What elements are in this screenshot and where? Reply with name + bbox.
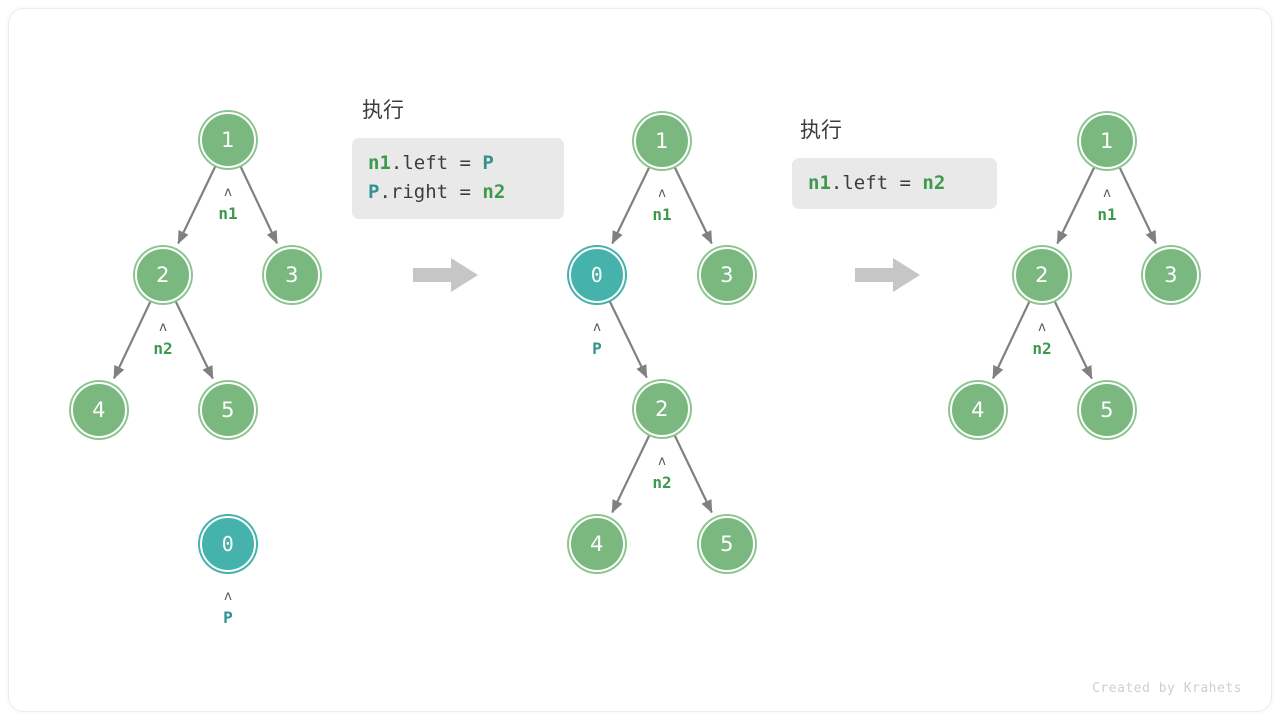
tree-edge xyxy=(611,166,651,245)
pointer-label-n1: ʌ n1 xyxy=(1077,187,1137,223)
tree-edge xyxy=(1056,166,1096,245)
tree-node-5: 5 xyxy=(1079,382,1135,438)
node-value: 0 xyxy=(590,263,604,287)
tree-edge xyxy=(1053,300,1093,380)
code-line: P.right = n2 xyxy=(368,178,548,207)
footer-credit: Created by Krahets xyxy=(1092,681,1242,696)
tree-edge xyxy=(174,300,214,380)
caret-icon: ʌ xyxy=(224,185,232,200)
node-value: 3 xyxy=(1164,262,1178,287)
node-value: 4 xyxy=(590,531,604,556)
flow-arrow-2 xyxy=(855,258,920,292)
tree-edges xyxy=(112,165,1157,514)
tree-node-1: 1 xyxy=(1079,113,1135,169)
pointer-label-n2: ʌ n2 xyxy=(1012,321,1072,357)
tree-node-5: 5 xyxy=(200,382,256,438)
tree-node-1: 1 xyxy=(634,113,690,169)
tree-edge xyxy=(991,300,1031,380)
tree-node-2: 2 xyxy=(634,381,690,437)
pointer-name: n1 xyxy=(218,204,238,223)
tree-node-4: 4 xyxy=(569,516,625,572)
caret-icon: ʌ xyxy=(159,320,167,335)
flow-arrows xyxy=(413,258,920,292)
caret-icon: ʌ xyxy=(658,186,666,201)
tree-node-3: 3 xyxy=(264,247,320,303)
code-token: .left = xyxy=(830,172,923,194)
tree-edge xyxy=(1118,166,1157,245)
code-token: n2 xyxy=(482,181,506,204)
node-value: 3 xyxy=(285,262,299,287)
tree-node-4: 4 xyxy=(71,382,127,438)
code-token: .left = xyxy=(390,152,483,174)
caret-icon: ʌ xyxy=(658,454,666,469)
code-token: P xyxy=(368,181,380,204)
node-value: 1 xyxy=(1100,128,1114,153)
node-value: 2 xyxy=(156,262,170,287)
tree-node-2: 2 xyxy=(1014,247,1070,303)
tree-node-2: 2 xyxy=(135,247,191,303)
code-token: .right = xyxy=(379,181,483,204)
tree-edge xyxy=(112,300,152,380)
tree-node-1: 1 xyxy=(200,112,256,168)
node-value: 3 xyxy=(720,262,734,287)
code-snippet: n1.left = n2 xyxy=(792,158,997,210)
tree-node-3: 3 xyxy=(1143,247,1199,303)
node-value: 5 xyxy=(221,397,235,422)
node-value: 2 xyxy=(655,396,669,421)
pointer-label-n2: ʌ n2 xyxy=(133,321,193,357)
tree-edge xyxy=(673,434,713,514)
tree-node-0: 0 xyxy=(569,247,625,303)
pointer-name: P xyxy=(592,339,602,358)
caret-icon: ʌ xyxy=(593,320,601,335)
pointer-label-n1: ʌ n1 xyxy=(198,186,258,222)
pointer-name: n1 xyxy=(652,205,672,224)
caret-icon: ʌ xyxy=(1038,320,1046,335)
node-value: 1 xyxy=(655,128,669,153)
tree-node-5: 5 xyxy=(699,516,755,572)
code-token: n1 xyxy=(368,152,391,174)
node-value: 5 xyxy=(1100,397,1114,422)
tree-node-4: 4 xyxy=(950,382,1006,438)
step-title: 执行 xyxy=(362,98,404,122)
code-line: n1.left = P xyxy=(368,149,548,178)
tree-edge xyxy=(673,166,713,245)
tree-edge xyxy=(611,434,651,514)
pointer-name: n2 xyxy=(153,339,173,358)
pointer-name: n1 xyxy=(1097,205,1117,224)
pointer-name: n2 xyxy=(652,473,672,492)
node-value: 4 xyxy=(92,397,106,422)
pointer-label-n2: ʌ n2 xyxy=(632,455,692,491)
node-value: 1 xyxy=(221,127,235,152)
node-value: 4 xyxy=(971,397,985,422)
tree-edge xyxy=(239,165,279,245)
node-value: 2 xyxy=(1035,262,1049,287)
pointer-name: n2 xyxy=(1032,339,1052,358)
tree-node-3: 3 xyxy=(699,247,755,303)
tree-node-0: 0 xyxy=(200,516,256,572)
caret-icon: ʌ xyxy=(1103,186,1111,201)
pointer-label-n1: ʌ n1 xyxy=(632,187,692,223)
code-token: n1 xyxy=(808,172,831,194)
node-value: 5 xyxy=(720,531,734,556)
node-value: 0 xyxy=(221,532,235,556)
flow-arrow-1 xyxy=(413,258,478,292)
code-line: n1.left = n2 xyxy=(808,169,981,198)
pointer-name: P xyxy=(223,608,233,627)
tree-edge xyxy=(177,165,217,245)
step-title: 执行 xyxy=(800,118,842,142)
tree-edge xyxy=(608,300,648,379)
caret-icon: ʌ xyxy=(224,589,232,604)
code-token: n2 xyxy=(922,172,946,194)
code-token: P xyxy=(482,152,494,174)
